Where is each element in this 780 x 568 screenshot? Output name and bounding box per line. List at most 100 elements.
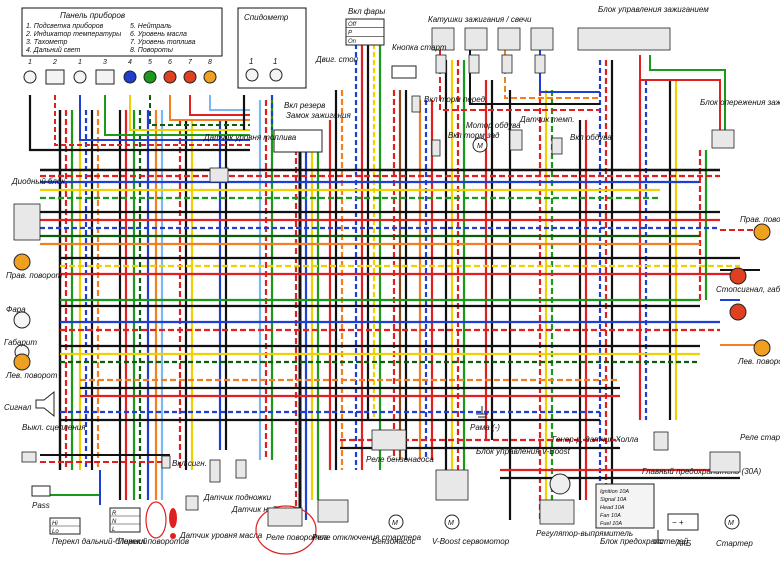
legend-item: 4. Дальний свет bbox=[26, 46, 81, 54]
instrument-bulb-icon bbox=[123, 70, 137, 84]
label-main-fuse: Главный предохранитель (30А) bbox=[642, 467, 761, 476]
blower-motor-icon bbox=[472, 137, 488, 153]
fuse-label: Head 10A bbox=[600, 505, 625, 511]
svg-text:M: M bbox=[448, 520, 454, 527]
stoplight-lamp-icon bbox=[729, 303, 747, 321]
ecu-block-icon bbox=[577, 27, 671, 51]
label-starter: Стартер bbox=[716, 539, 753, 548]
label-ecu: Блок управления зажиганием bbox=[598, 5, 709, 14]
label-horn-switch: Вкл сигн. bbox=[172, 459, 207, 468]
turn-relay-icon bbox=[267, 507, 303, 527]
right-turn-lamp-icon bbox=[753, 223, 771, 241]
fuse-label: Fan 10A bbox=[600, 513, 621, 519]
starter-relay-icon bbox=[709, 451, 741, 473]
label-brake-front: Вкл торм перед. bbox=[424, 95, 487, 104]
stoplight-lamp-icon bbox=[729, 267, 747, 285]
bulb-number: 6 bbox=[168, 59, 172, 66]
label-blower-switch: Вкл обдува bbox=[570, 133, 612, 142]
neutral-sensor-icon bbox=[235, 459, 247, 479]
label-generator: Генер-р, датчик Холла bbox=[552, 435, 639, 444]
label-starter-relay: Реле стартера bbox=[740, 433, 780, 442]
main-fuse-icon bbox=[653, 431, 669, 451]
label-vboost-ecu: Блок управления V-Boost bbox=[476, 447, 571, 456]
generator-icon bbox=[549, 473, 571, 495]
regulator-icon bbox=[539, 499, 575, 525]
fuel-pump-relay-icon bbox=[371, 429, 407, 451]
svg-text:L: L bbox=[112, 527, 115, 533]
svg-text:M: M bbox=[477, 143, 483, 150]
highlight-mark bbox=[169, 508, 177, 528]
label-left-turn-right: Лев. поворот bbox=[737, 357, 780, 366]
clutch-switch-icon bbox=[21, 451, 37, 463]
speedo-number: 1 bbox=[249, 57, 253, 66]
label-fuel-pump: Бензонасос bbox=[372, 537, 415, 546]
label-engine-stop: Двиг. стоп bbox=[315, 55, 359, 64]
svg-text:M: M bbox=[392, 520, 398, 527]
label-fuel-sensor: Датчик уровня топлива bbox=[203, 133, 297, 142]
switch-row: Off bbox=[348, 22, 357, 28]
brake-rear-switch-icon bbox=[431, 139, 441, 157]
label-brake-rear: Вкл торм зад bbox=[448, 131, 500, 140]
label-left-turn-left: Лев. поворот bbox=[5, 371, 58, 380]
svg-text:M: M bbox=[728, 520, 734, 527]
legend-item: 1. Подсветка приборов bbox=[26, 22, 104, 30]
svg-text:Lo: Lo bbox=[52, 529, 59, 535]
diode-block-icon bbox=[13, 203, 41, 241]
ignition-advance-icon bbox=[711, 129, 735, 149]
fuse-label: Signal 10A bbox=[600, 497, 627, 503]
instrument-panel-title: Панель приборов bbox=[60, 11, 125, 20]
speedo-number: 1 bbox=[273, 57, 277, 66]
fuel-pump-icon bbox=[388, 514, 404, 530]
instrument-bulb-icon bbox=[203, 70, 217, 84]
ground-icon bbox=[652, 530, 664, 544]
label-battery: АКБ bbox=[675, 539, 691, 548]
label-turn-switch-text: Перекл поворотов bbox=[118, 537, 189, 546]
instrument-bulb-icon bbox=[95, 69, 115, 85]
start-button-icon bbox=[391, 65, 417, 79]
left-turn-lamp-icon bbox=[753, 339, 771, 357]
bulb-number: 2 bbox=[52, 59, 57, 66]
label-frame: Рама (-) bbox=[470, 423, 500, 432]
stand-sensor-icon bbox=[209, 459, 221, 483]
speedometer-bulb-icon bbox=[245, 68, 259, 82]
bulb-number: 3 bbox=[103, 59, 107, 66]
switch-row: On bbox=[348, 39, 357, 45]
hi-lo-switch-table: Hi Lo bbox=[49, 517, 81, 535]
fuse-label: Ignition 10A bbox=[600, 489, 629, 495]
label-parking: Габарит bbox=[4, 338, 37, 347]
label-ignition-coils: Катушки зажигания / свечи bbox=[428, 15, 532, 24]
legend-item: 5. Нейтраль bbox=[130, 22, 172, 30]
label-hi-lo-switch: Перекл дальний-ближний bbox=[52, 537, 148, 546]
label-oil-sensor: Датчик уровня масла bbox=[179, 531, 263, 540]
vboost-servo-icon bbox=[444, 514, 460, 530]
highlight-mark bbox=[170, 533, 176, 539]
label-vboost-servo: V-Boost сервомотор bbox=[432, 537, 510, 546]
pass-switch-icon bbox=[31, 485, 51, 497]
legend-item: 8. Повороты bbox=[130, 47, 174, 54]
label-blower-motor: Мотор обдува bbox=[466, 121, 521, 130]
label-reserve-switch: Вкл резерв bbox=[284, 101, 325, 110]
legend-item: 2. Индикатор температуры bbox=[25, 30, 122, 38]
legend-item: 6. Уровень масла bbox=[130, 31, 187, 38]
label-headlight: Фара bbox=[6, 305, 26, 314]
highlight-circle bbox=[255, 505, 317, 555]
bulb-number: 5 bbox=[148, 59, 152, 66]
label-fuel-pump-relay: Реле бензонасоса bbox=[366, 455, 434, 464]
svg-text:Hi: Hi bbox=[52, 521, 58, 527]
bulb-number: 4 bbox=[128, 59, 132, 66]
headlight-switch-table: Off P On bbox=[345, 18, 385, 46]
instrument-bulb-icon bbox=[163, 70, 177, 84]
ground-icon bbox=[476, 406, 488, 421]
wire-harness bbox=[28, 20, 770, 520]
ignition-coils-icon bbox=[431, 27, 554, 74]
bulb-number: 1 bbox=[78, 59, 82, 66]
label-ignition-advance: Блок опережения зажигания bbox=[700, 98, 780, 107]
label-regulator: Регулятор-выпрямитель bbox=[536, 529, 633, 538]
label-right-turn-left: Прав. поворот bbox=[6, 271, 63, 280]
label-start-button: Кнопка старт bbox=[392, 43, 447, 52]
blower-switch-icon bbox=[551, 137, 563, 155]
headlight-icon bbox=[13, 311, 31, 329]
